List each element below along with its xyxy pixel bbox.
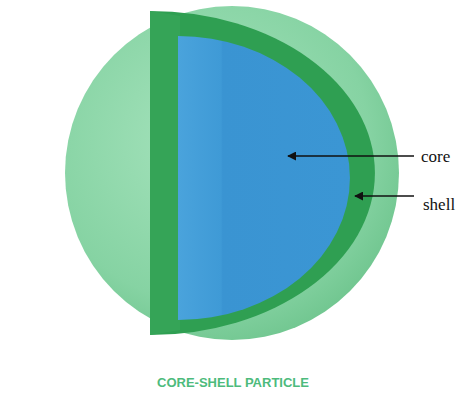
- caption: CORE-SHELL PARTICLE: [0, 376, 466, 389]
- core-half: [178, 36, 350, 320]
- shell-edge: [150, 11, 180, 335]
- part-label: shell: [423, 196, 455, 213]
- leader-arrow: [288, 155, 414, 157]
- outer-sphere: [65, 6, 399, 340]
- leader-arrow: [355, 195, 414, 197]
- shell-cut-face: [150, 11, 375, 335]
- part-label: core: [421, 148, 450, 165]
